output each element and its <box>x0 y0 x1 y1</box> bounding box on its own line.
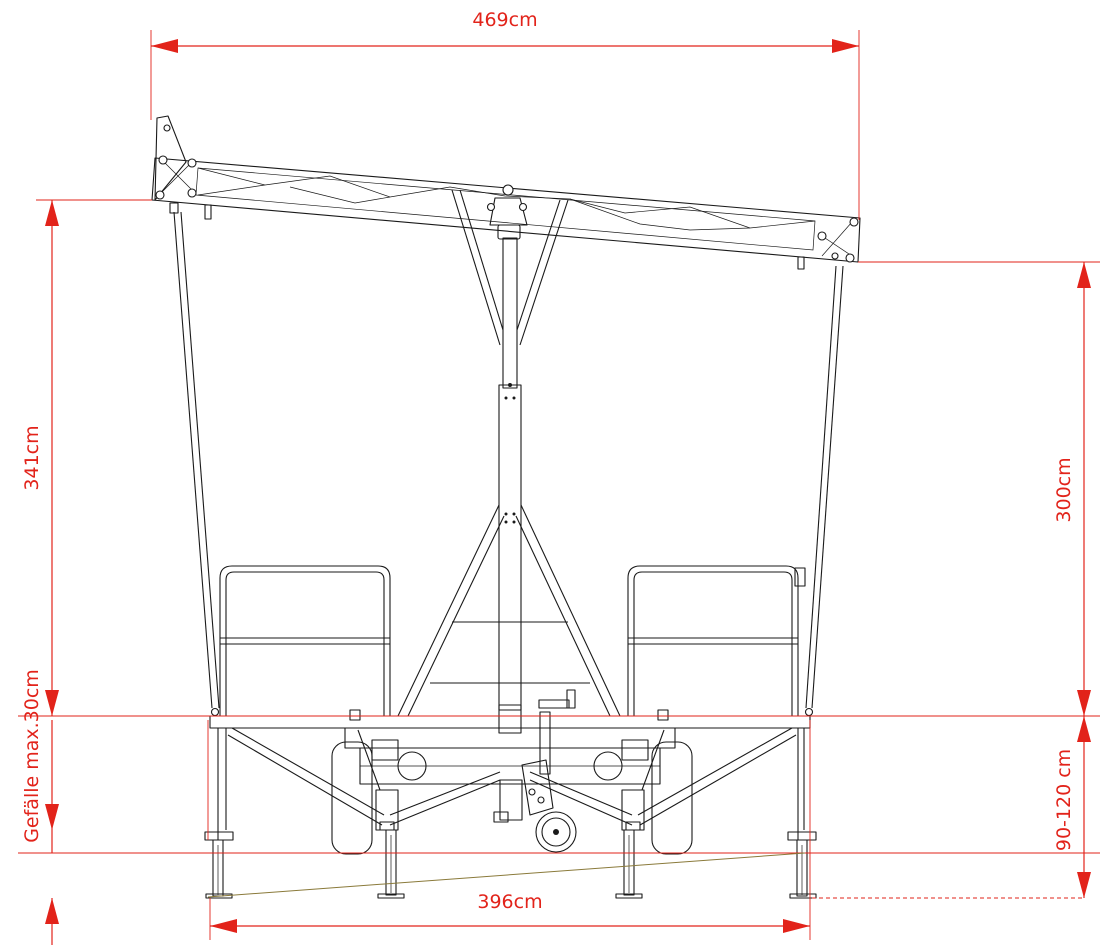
roof-truss <box>151 115 861 270</box>
support-feet <box>204 829 817 899</box>
chassis <box>217 727 805 855</box>
side-poles <box>173 211 844 717</box>
platform <box>209 709 811 729</box>
base-width-label: 396cm <box>477 891 542 913</box>
central-mast <box>397 189 621 734</box>
slope-label: Gefälle max.30cm <box>21 669 43 843</box>
left-railing <box>219 565 391 716</box>
right-railing <box>627 565 806 716</box>
left-height-label: 341cm <box>21 425 43 490</box>
foot-range-label: 90-120 cm <box>1053 749 1075 851</box>
jockey-wheel <box>493 711 577 853</box>
trailer-structure <box>151 115 861 899</box>
right-height-label: 300cm <box>1053 457 1075 522</box>
top-width-label: 469cm <box>472 9 537 31</box>
dimension-lines <box>18 30 1100 945</box>
